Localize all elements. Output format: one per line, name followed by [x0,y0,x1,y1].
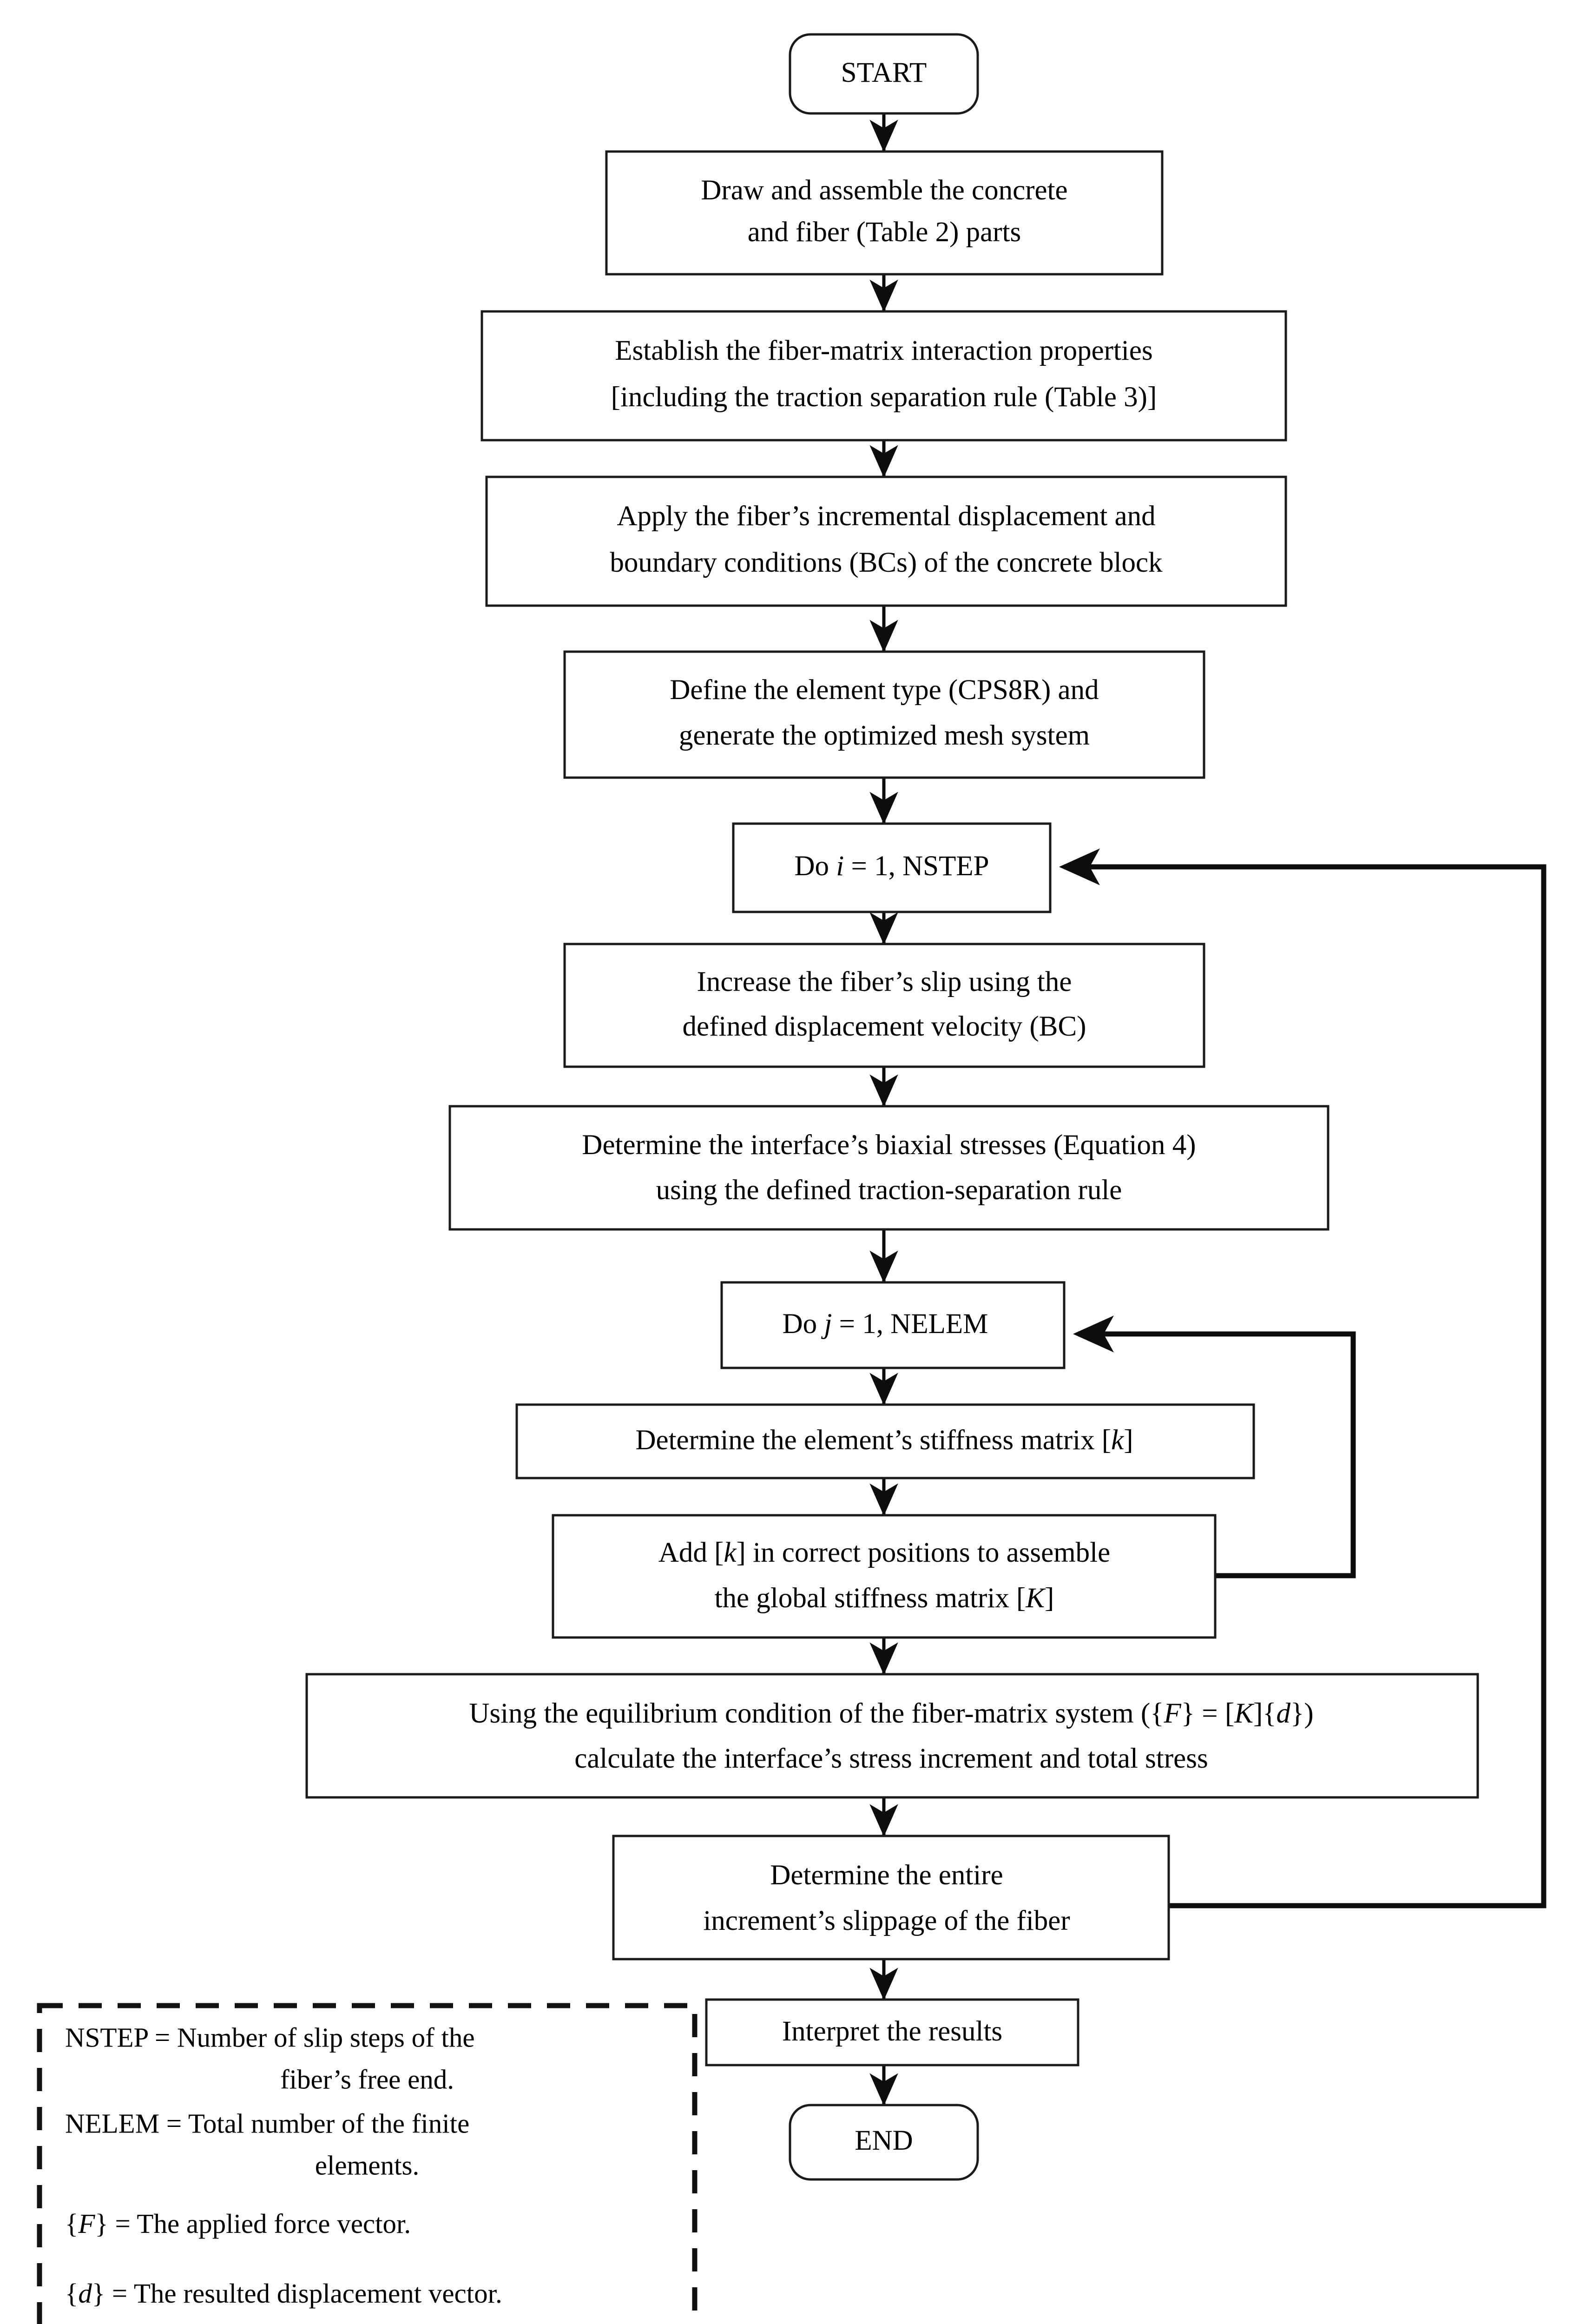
connector-loop-back-outer [1059,848,1547,1908]
node-slippage-line2: increment’s slippage of the fiber [703,1905,1070,1936]
node-apply-displacement[interactable] [485,475,1287,607]
node-end-label: END [855,2125,913,2156]
node-increase-line1: Increase the fiber’s slip using the [697,966,1072,997]
node-element-stiffness[interactable] [515,1403,1255,1479]
legend-2-pre: { [65,2208,78,2239]
node-equilibrium[interactable] [305,1673,1479,1799]
connectors-group [869,114,1547,2106]
node-increase-line2: defined displacement velocity (BC) [683,1011,1086,1042]
node-slippage-line1: Determine the entire [770,1860,1003,1891]
node-add-k[interactable] [552,1514,1217,1639]
legend-3-pre: { [65,2278,78,2309]
do-j-prefix: Do [783,1308,824,1340]
do-i-var: i [836,851,844,882]
eq-l1-v2: K [1234,1698,1255,1729]
eq-l1-v1: F [1164,1698,1182,1729]
legend-entry-0-line2: fiber’s free end. [280,2064,454,2095]
do-i-prefix: Do [794,851,836,882]
node-interpret-label: Interpret the results [782,2016,1002,2047]
legend-entry-3: {d} = The resulted displacement vector. [65,2278,502,2309]
node-do-j-label: Do j = 1, NELEM [783,1308,988,1340]
node-determine-biaxial[interactable] [448,1105,1329,1231]
node-increase-slip[interactable] [563,943,1205,1068]
do-i-suffix: = 1, NSTEP [844,851,989,882]
stiffness-var: k [1111,1425,1124,1456]
eq-l1-a: Using the equilibrium condition of the f… [469,1698,1164,1729]
node-add-k-line2: the global stiffness matrix [K] [715,1583,1054,1614]
addk-l1-var: k [724,1537,737,1568]
eq-l1-v3: d [1277,1698,1291,1729]
node-establish-interaction[interactable] [480,310,1287,442]
stiffness-pre: Determine the element’s stiffness matrix… [635,1425,1111,1456]
node-equilibrium-line2: calculate the interface’s stress increme… [574,1743,1208,1774]
node-add-k-line1: Add [k] in correct positions to assemble [658,1537,1110,1568]
node-interpret[interactable] [705,1998,1079,2067]
node-labels-group: START Draw and assemble the concrete and… [469,57,1313,2156]
legend-entry-0-line1: NSTEP = Number of slip steps of the [65,2022,475,2053]
node-draw-assemble-line1: Draw and assemble the concrete [701,175,1067,206]
addk-l1-post: ] in correct positions to assemble [737,1537,1111,1568]
node-define-line2: generate the optimized mesh system [679,720,1090,751]
node-start-label: START [841,57,927,88]
legend-entry-2: {F} = The applied force vector. [65,2208,411,2239]
addk-l2-pre: the global stiffness matrix [ [715,1583,1026,1614]
node-establish-line2: [including the traction separation rule … [611,382,1157,413]
legend-2-post: } = The applied force vector. [95,2208,411,2239]
legend-3-post: } = The resulted displacement vector. [92,2278,502,2309]
nodes-group [305,33,1479,2181]
legend-box [37,2003,698,2324]
node-draw-assemble-line2: and fiber (Table 2) parts [748,217,1021,248]
node-define-line1: Define the element type (CPS8R) and [670,674,1099,706]
node-define-element[interactable] [563,650,1205,779]
node-apply-line1: Apply the fiber’s incremental displaceme… [617,501,1155,532]
legend-3-var: d [78,2278,92,2309]
addk-l2-var: K [1025,1583,1046,1614]
node-element-stiffness-label: Determine the element’s stiffness matrix… [635,1425,1133,1456]
eq-l1-c: ]{ [1253,1698,1277,1729]
node-establish-line1: Establish the fiber-matrix interaction p… [615,335,1152,366]
node-start[interactable] [789,33,979,115]
node-do-i[interactable] [732,822,1052,913]
node-apply-line2: boundary conditions (BCs) of the concret… [610,547,1163,578]
do-j-suffix: = 1, NELEM [832,1308,988,1340]
node-do-i-label: Do i = 1, NSTEP [794,851,989,882]
eq-l1-b: } = [ [1181,1698,1235,1729]
node-equilibrium-line1: Using the equilibrium condition of the f… [469,1698,1313,1729]
node-biaxial-line1: Determine the interface’s biaxial stress… [582,1129,1196,1161]
connector-loop-back-inner [1073,1315,1356,1578]
legend-2-var: F [78,2208,95,2239]
addk-l1-pre: Add [ [658,1537,724,1568]
node-do-j[interactable] [720,1281,1066,1369]
legend-entry-1-line1: NELEM = Total number of the finite [65,2108,469,2139]
legend-group: NSTEP = Number of slip steps of the fibe… [37,2003,698,2324]
stiffness-post: ] [1124,1425,1133,1456]
addk-l2-post: ] [1045,1583,1054,1614]
node-end[interactable] [789,2104,979,2181]
node-determine-slippage[interactable] [612,1835,1170,1961]
eq-l1-d: }) [1290,1698,1314,1729]
node-draw-assemble[interactable] [605,150,1164,276]
legend-entry-1-line2: elements. [315,2150,419,2181]
node-biaxial-line2: using the defined traction-separation ru… [656,1175,1122,1206]
